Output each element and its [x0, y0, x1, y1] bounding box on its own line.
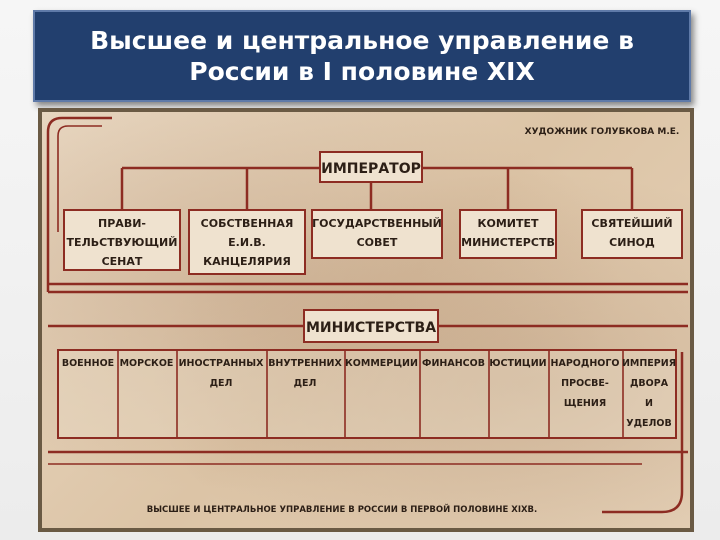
ministry-label: ДЕЛ	[210, 378, 233, 389]
ministry-label: ДВОРА	[630, 378, 669, 389]
slide-title: Высшее и центральное управление в России…	[33, 10, 691, 102]
ministry-label: ВОЕННОЕ	[62, 358, 114, 369]
top-body-label: ТЕЛЬСТВУЮЩИЙ	[67, 236, 178, 249]
top-body-label: Е.И.В.	[228, 236, 266, 249]
ministry-label: УДЕЛОВ	[626, 418, 671, 429]
ministry-label: ВНУТРЕННИХ	[268, 358, 342, 369]
scheme-diagram: ХУДОЖНИК ГОЛУБКОВА М.Е. ИМПЕРАТОР ПРАВИ-…	[46, 116, 688, 515]
top-body-box	[459, 209, 557, 259]
ministry-label: НАРОДНОГО	[551, 358, 620, 369]
ministry-label: КОММЕРЦИИ	[345, 358, 418, 369]
top-body-box	[63, 209, 181, 271]
corner-ornament-inner	[57, 125, 102, 232]
top-bodies-group: ПРАВИ- ТЕЛЬСТВУЮЩИЙ СЕНАТ СОБСТВЕННАЯ Е.И.В.…	[63, 209, 683, 275]
top-body-label: СВЯТЕЙШИЙ	[591, 217, 672, 230]
ministries-header: МИНИСТЕРСТВА	[306, 320, 436, 336]
corner-ornament-right	[602, 352, 684, 514]
top-body-box	[311, 209, 443, 259]
top-body-box	[188, 209, 306, 275]
picture-caption: ВЫСШЕЕ И ЦЕНТРАЛЬНОЕ УПРАВЛЕНИЕ В РОССИИ…	[147, 503, 538, 515]
top-body-label: СОВЕТ	[357, 236, 398, 249]
ministries-table	[57, 349, 677, 439]
title-line-2: России в I половине XIX	[189, 57, 535, 86]
corner-ornament	[46, 116, 112, 292]
ministries-header-box	[303, 309, 439, 343]
top-body-label: ГОСУДАРСТВЕННЫЙ	[312, 217, 442, 230]
title-line-1: Высшее и центральное управление в	[90, 26, 634, 55]
ministries-group: ВОЕННОЕ МОРСКОЕ ИНОСТРАННЫХ ДЕЛ ВНУТРЕННИХ ДЕ…	[62, 350, 676, 438]
top-body-label: МИНИСТЕРСТВ	[461, 236, 555, 249]
ministry-label: МОРСКОЕ	[120, 358, 174, 369]
scheme-picture: ХУДОЖНИК ГОЛУБКОВА М.Е. ИМПЕРАТОР ПРАВИ-…	[38, 108, 694, 532]
ministry-label: ФИНАНСОВ	[422, 358, 485, 369]
emperor-label: ИМПЕРАТОР	[321, 161, 421, 177]
ministry-label: ПРОСВЕ-	[561, 378, 609, 389]
top-body-label: ПРАВИ-	[98, 217, 146, 230]
ministry-label: ИНОСТРАННЫХ	[179, 358, 264, 369]
top-body-label: СОБСТВЕННАЯ	[201, 217, 294, 230]
top-body-label: КОМИТЕТ	[477, 217, 539, 230]
top-body-label: КАНЦЕЛЯРИЯ	[203, 255, 291, 268]
ministry-label: ДЕЛ	[294, 378, 317, 389]
ministry-label: И	[645, 398, 653, 409]
artist-signature: ХУДОЖНИК ГОЛУБКОВА М.Е.	[525, 127, 680, 137]
ministry-label: ИМПЕРИЯ	[622, 358, 676, 369]
top-body-label: СИНОД	[609, 236, 655, 249]
ministry-label: ЮСТИЦИИ	[489, 358, 546, 369]
top-body-box	[581, 209, 683, 259]
ministry-label: ЩЕНИЯ	[564, 398, 606, 409]
top-body-label: СЕНАТ	[102, 255, 143, 268]
